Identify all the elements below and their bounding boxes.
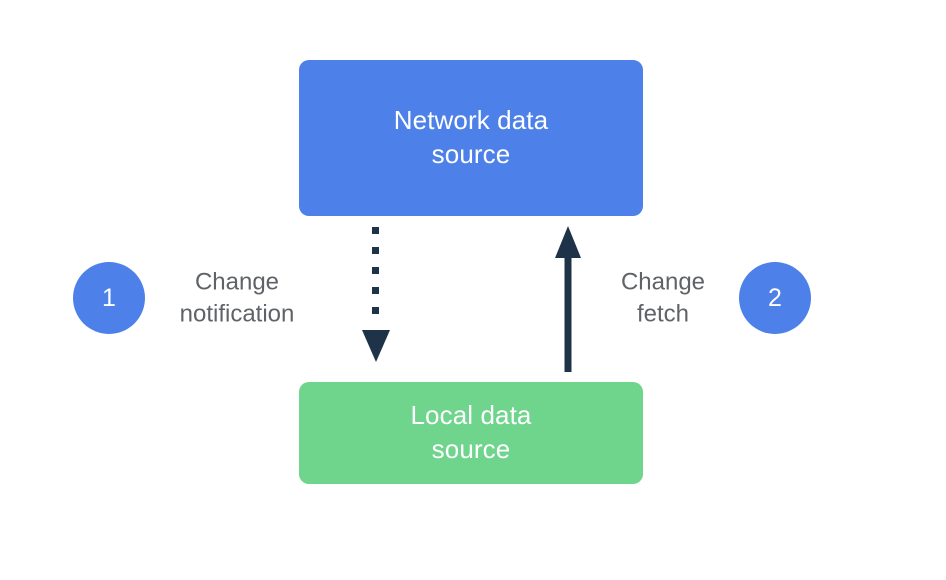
step-2-label: Change fetch	[620, 268, 706, 327]
step-1-label: Change notification	[179, 268, 295, 327]
network-data-source-box: Network data source	[299, 60, 643, 216]
step-badge-2: 2	[739, 262, 811, 334]
local-data-source-label: Local data source	[410, 400, 532, 464]
step-badge-2-number: 2	[768, 283, 782, 312]
step-badge-1: 1	[73, 262, 145, 334]
network-data-source-label: Network data source	[393, 105, 549, 169]
step-badge-1-number: 1	[102, 283, 116, 312]
local-data-source-box: Local data source	[299, 382, 643, 484]
change-notification-arrow-dotted-down-icon	[362, 227, 390, 362]
change-fetch-arrow-solid-up-icon	[555, 226, 581, 372]
